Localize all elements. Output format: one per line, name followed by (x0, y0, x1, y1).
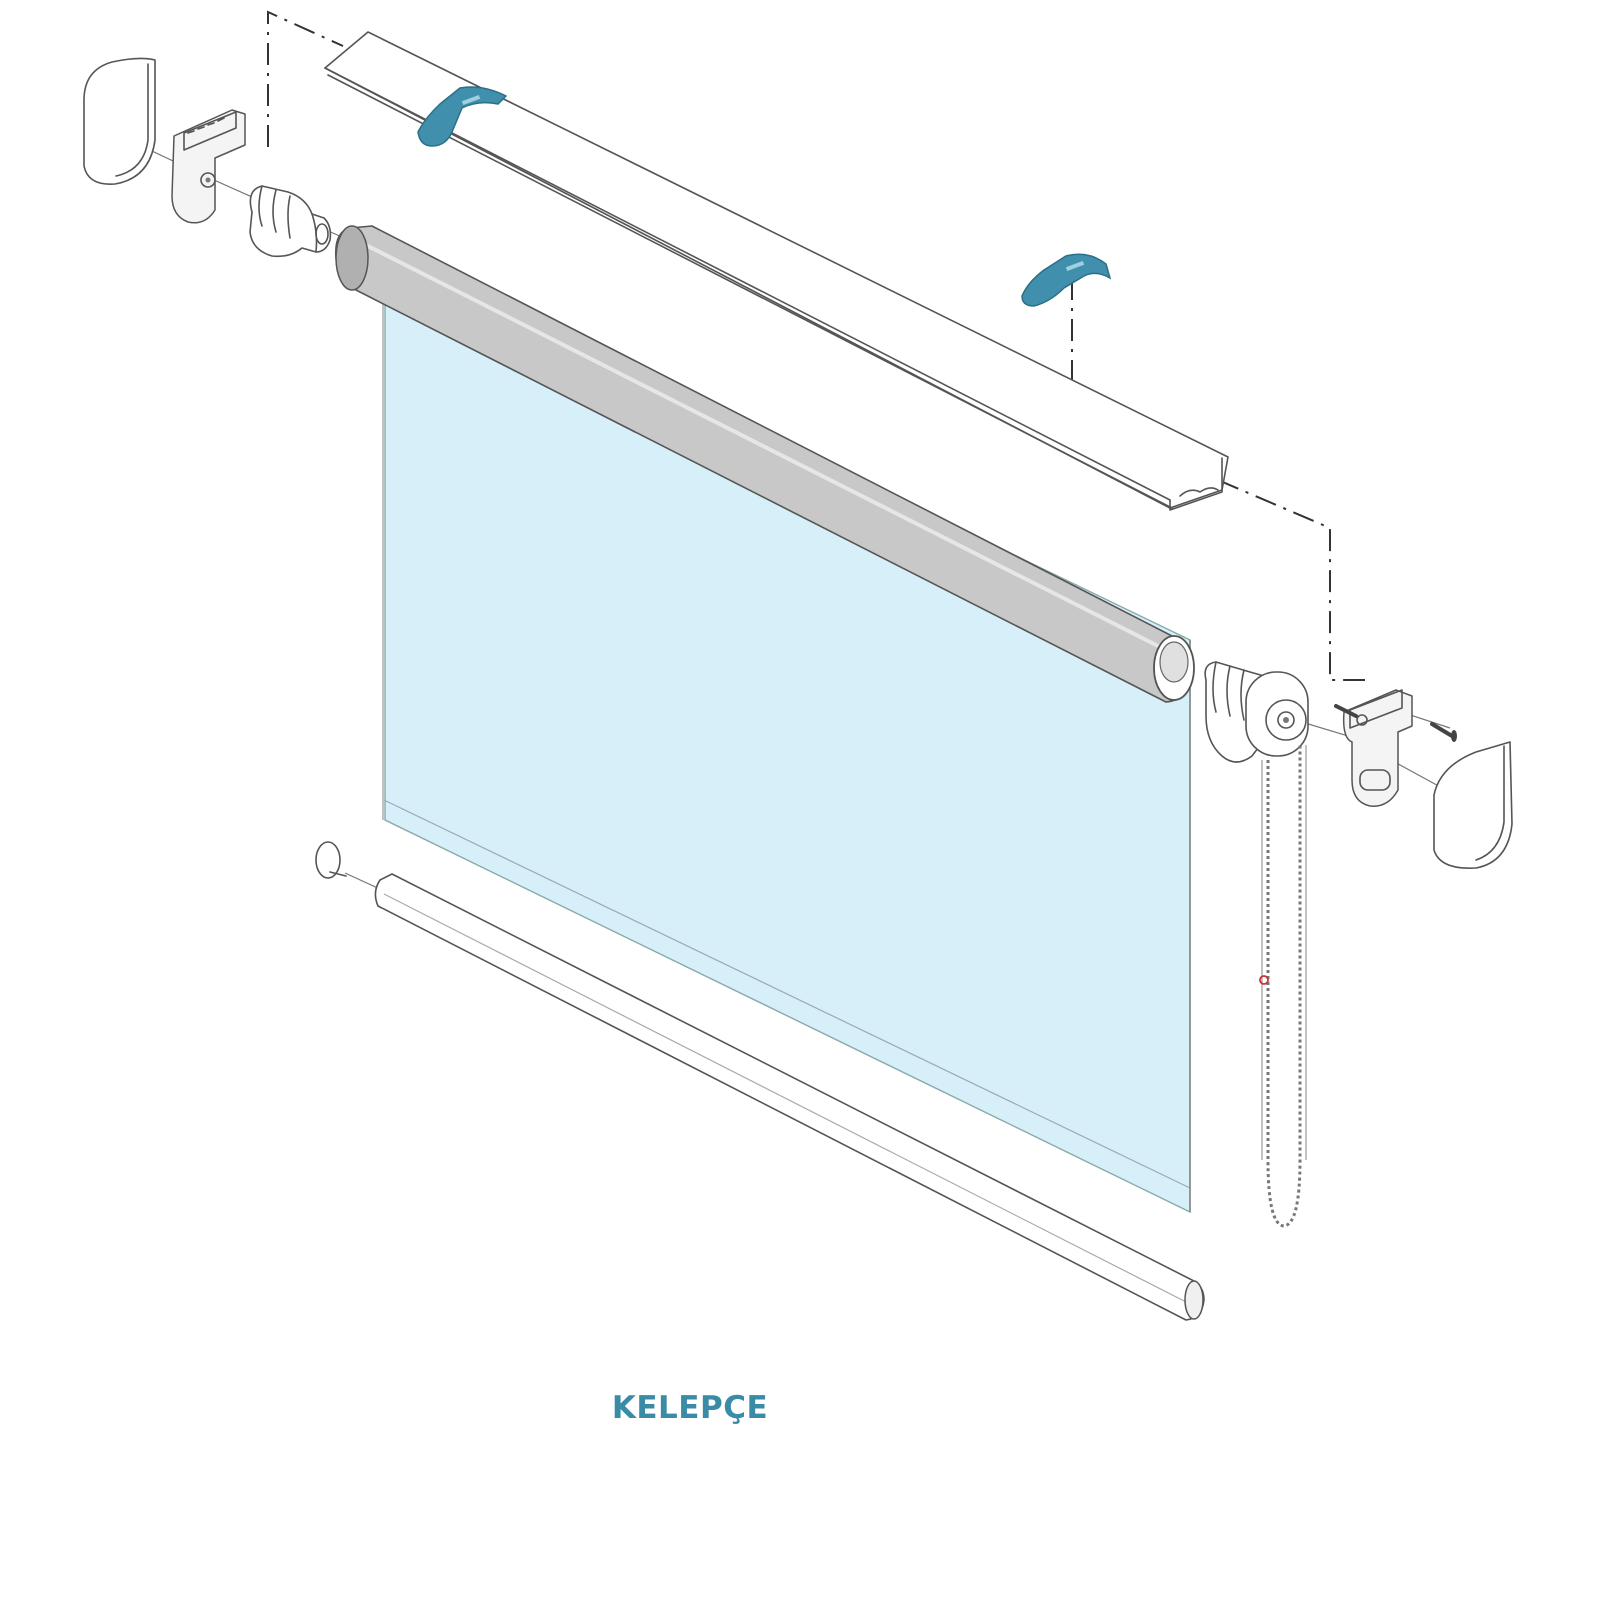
clutch-mechanism (1204, 661, 1309, 763)
kelepce-label: KELEPÇE (611, 1390, 769, 1426)
chain-stopper (1259, 975, 1269, 985)
bracket-left (171, 109, 246, 224)
end-cap-icon (1433, 741, 1513, 869)
kelepce-clip-icon (1021, 253, 1112, 307)
bottom-bar-end-plug (315, 841, 347, 879)
end-cap-left (83, 57, 156, 185)
screws (1334, 704, 1457, 742)
end-cap-icon (83, 57, 156, 185)
bracket-right (1342, 689, 1413, 807)
fabric (343, 230, 1191, 1214)
headrail (324, 31, 1229, 511)
bracket-icon (171, 109, 246, 224)
end-cap-right (1433, 741, 1513, 869)
roller-tube (334, 225, 1195, 703)
screw-icon (1430, 722, 1454, 738)
idle-end-plug (249, 185, 332, 258)
bead-chain-icon (1266, 745, 1302, 1228)
idle-end-plug-icon (249, 185, 332, 258)
kelepce-clip-right (1021, 253, 1112, 307)
bead-chain (1259, 745, 1307, 1228)
screw-icon (1334, 704, 1358, 718)
kelepce-clip-icon (417, 86, 508, 147)
kelepce-clip-left (417, 86, 508, 147)
bottom-bar (374, 873, 1205, 1321)
